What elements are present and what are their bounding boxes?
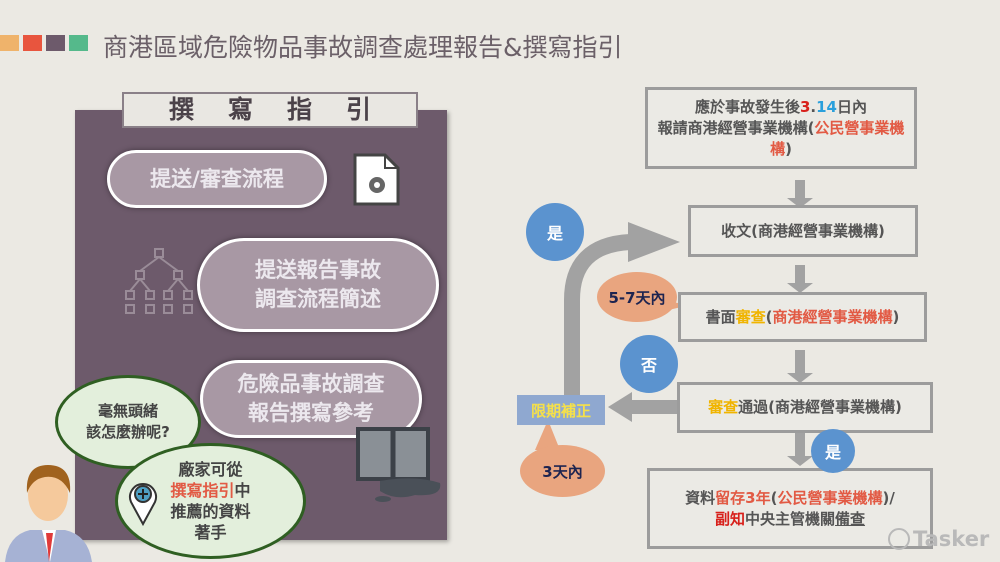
- guide-link-text: 撰寫指引: [170, 481, 235, 500]
- color-square-orange: [0, 35, 19, 51]
- flow-step-report: 應於事故發生後3.14日內 報請商港經營事業機構(公民營事業機構): [645, 87, 917, 169]
- step-text: 審查: [735, 307, 766, 326]
- step-text: ): [892, 307, 900, 326]
- guide-item-process-summary[interactable]: 提送報告事故調查流程簡述: [197, 238, 439, 332]
- question-text: 毫無頭緒: [97, 402, 158, 420]
- step-text: 14: [816, 97, 837, 116]
- flow-step-archive: 資料留存3年(公民營事業機構)/ 副知中央主管機關備查: [647, 468, 933, 549]
- guide-item-label: 報告撰寫參考: [248, 401, 374, 425]
- step-text: 3: [799, 97, 811, 116]
- color-square-red: [23, 35, 42, 51]
- location-pin-plus-icon: [129, 483, 157, 526]
- guide-panel-heading: 撰寫指引: [122, 92, 418, 128]
- step-text: 通過(商港經營事業機構): [738, 398, 902, 416]
- step-text: (: [770, 488, 778, 507]
- step-text: 日內: [837, 97, 868, 116]
- step-text: 資料: [685, 488, 716, 507]
- step-text: 公民營事業機構: [770, 118, 905, 158]
- watermark-logo-icon: [888, 528, 910, 550]
- step-text: .: [810, 97, 817, 116]
- correction-box: 限期補正: [517, 395, 605, 425]
- step-text: 書面: [705, 307, 736, 326]
- watermark: Tasker: [888, 527, 989, 551]
- guide-item-label: 提送報告事故: [255, 258, 381, 282]
- step-text: 中央主管機關: [744, 509, 835, 528]
- guide-item-label: 危險品事故調查: [237, 372, 385, 396]
- guide-item-label: 提送/審查流程: [150, 166, 284, 191]
- step-text: 公民營事業機構: [777, 488, 883, 507]
- yes-badge: 是: [526, 203, 584, 261]
- review-time-note: 5-7天內: [597, 272, 677, 322]
- question-speech-bubble: 毫無頭緒 該怎麼辦呢?: [55, 375, 201, 469]
- page-title: 商港區域危險物品事故調查處理報告&撰寫指引: [103, 33, 623, 62]
- return-arrow: [564, 234, 631, 395]
- tanker-spill-icon: [356, 427, 441, 502]
- step-text: ): [785, 139, 792, 158]
- answer-text: 推薦的資料: [170, 502, 251, 521]
- question-text: 該怎麼辦呢?: [86, 423, 170, 441]
- answer-text: 廠家可從: [178, 460, 243, 479]
- flow-step-approved: 審查通過(商港經營事業機構): [677, 382, 933, 433]
- step-text: 備查: [835, 509, 866, 528]
- step-text: (: [765, 307, 773, 326]
- color-square-purple: [46, 35, 65, 51]
- hierarchy-tree-icon: [125, 248, 193, 314]
- guide-item-label: 調查流程簡述: [255, 287, 381, 311]
- step-text: 審查: [708, 398, 739, 416]
- answer-text: 中: [234, 481, 251, 500]
- step-text: )/: [882, 488, 895, 507]
- step-text: 應於事故發生後: [694, 97, 800, 116]
- step-text: 留存3年: [715, 488, 771, 507]
- flow-arrow-down: [608, 180, 813, 466]
- guide-item-report-reference[interactable]: 危險品事故調查報告撰寫參考: [200, 360, 422, 438]
- no-badge: 否: [620, 335, 678, 393]
- guide-item-submission-flow[interactable]: 提送/審查流程: [107, 150, 327, 208]
- correction-time-note: 3天內: [520, 445, 605, 497]
- step-text: 報請商港經營事業機構(: [657, 118, 815, 137]
- color-square-green: [69, 35, 88, 51]
- step-text: 副知: [714, 509, 745, 528]
- step-text: 商港經營事業機構: [772, 307, 893, 326]
- document-gear-icon: [353, 153, 400, 206]
- watermark-text: Tasker: [913, 527, 990, 551]
- person-avatar: [5, 465, 92, 562]
- yes-badge-2: 是: [811, 429, 855, 473]
- flow-step-review: 書面審查(商港經營事業機構): [678, 292, 927, 342]
- answer-text: 著手: [194, 523, 227, 542]
- flow-step-receive: 收文(商港經營事業機構): [688, 205, 918, 257]
